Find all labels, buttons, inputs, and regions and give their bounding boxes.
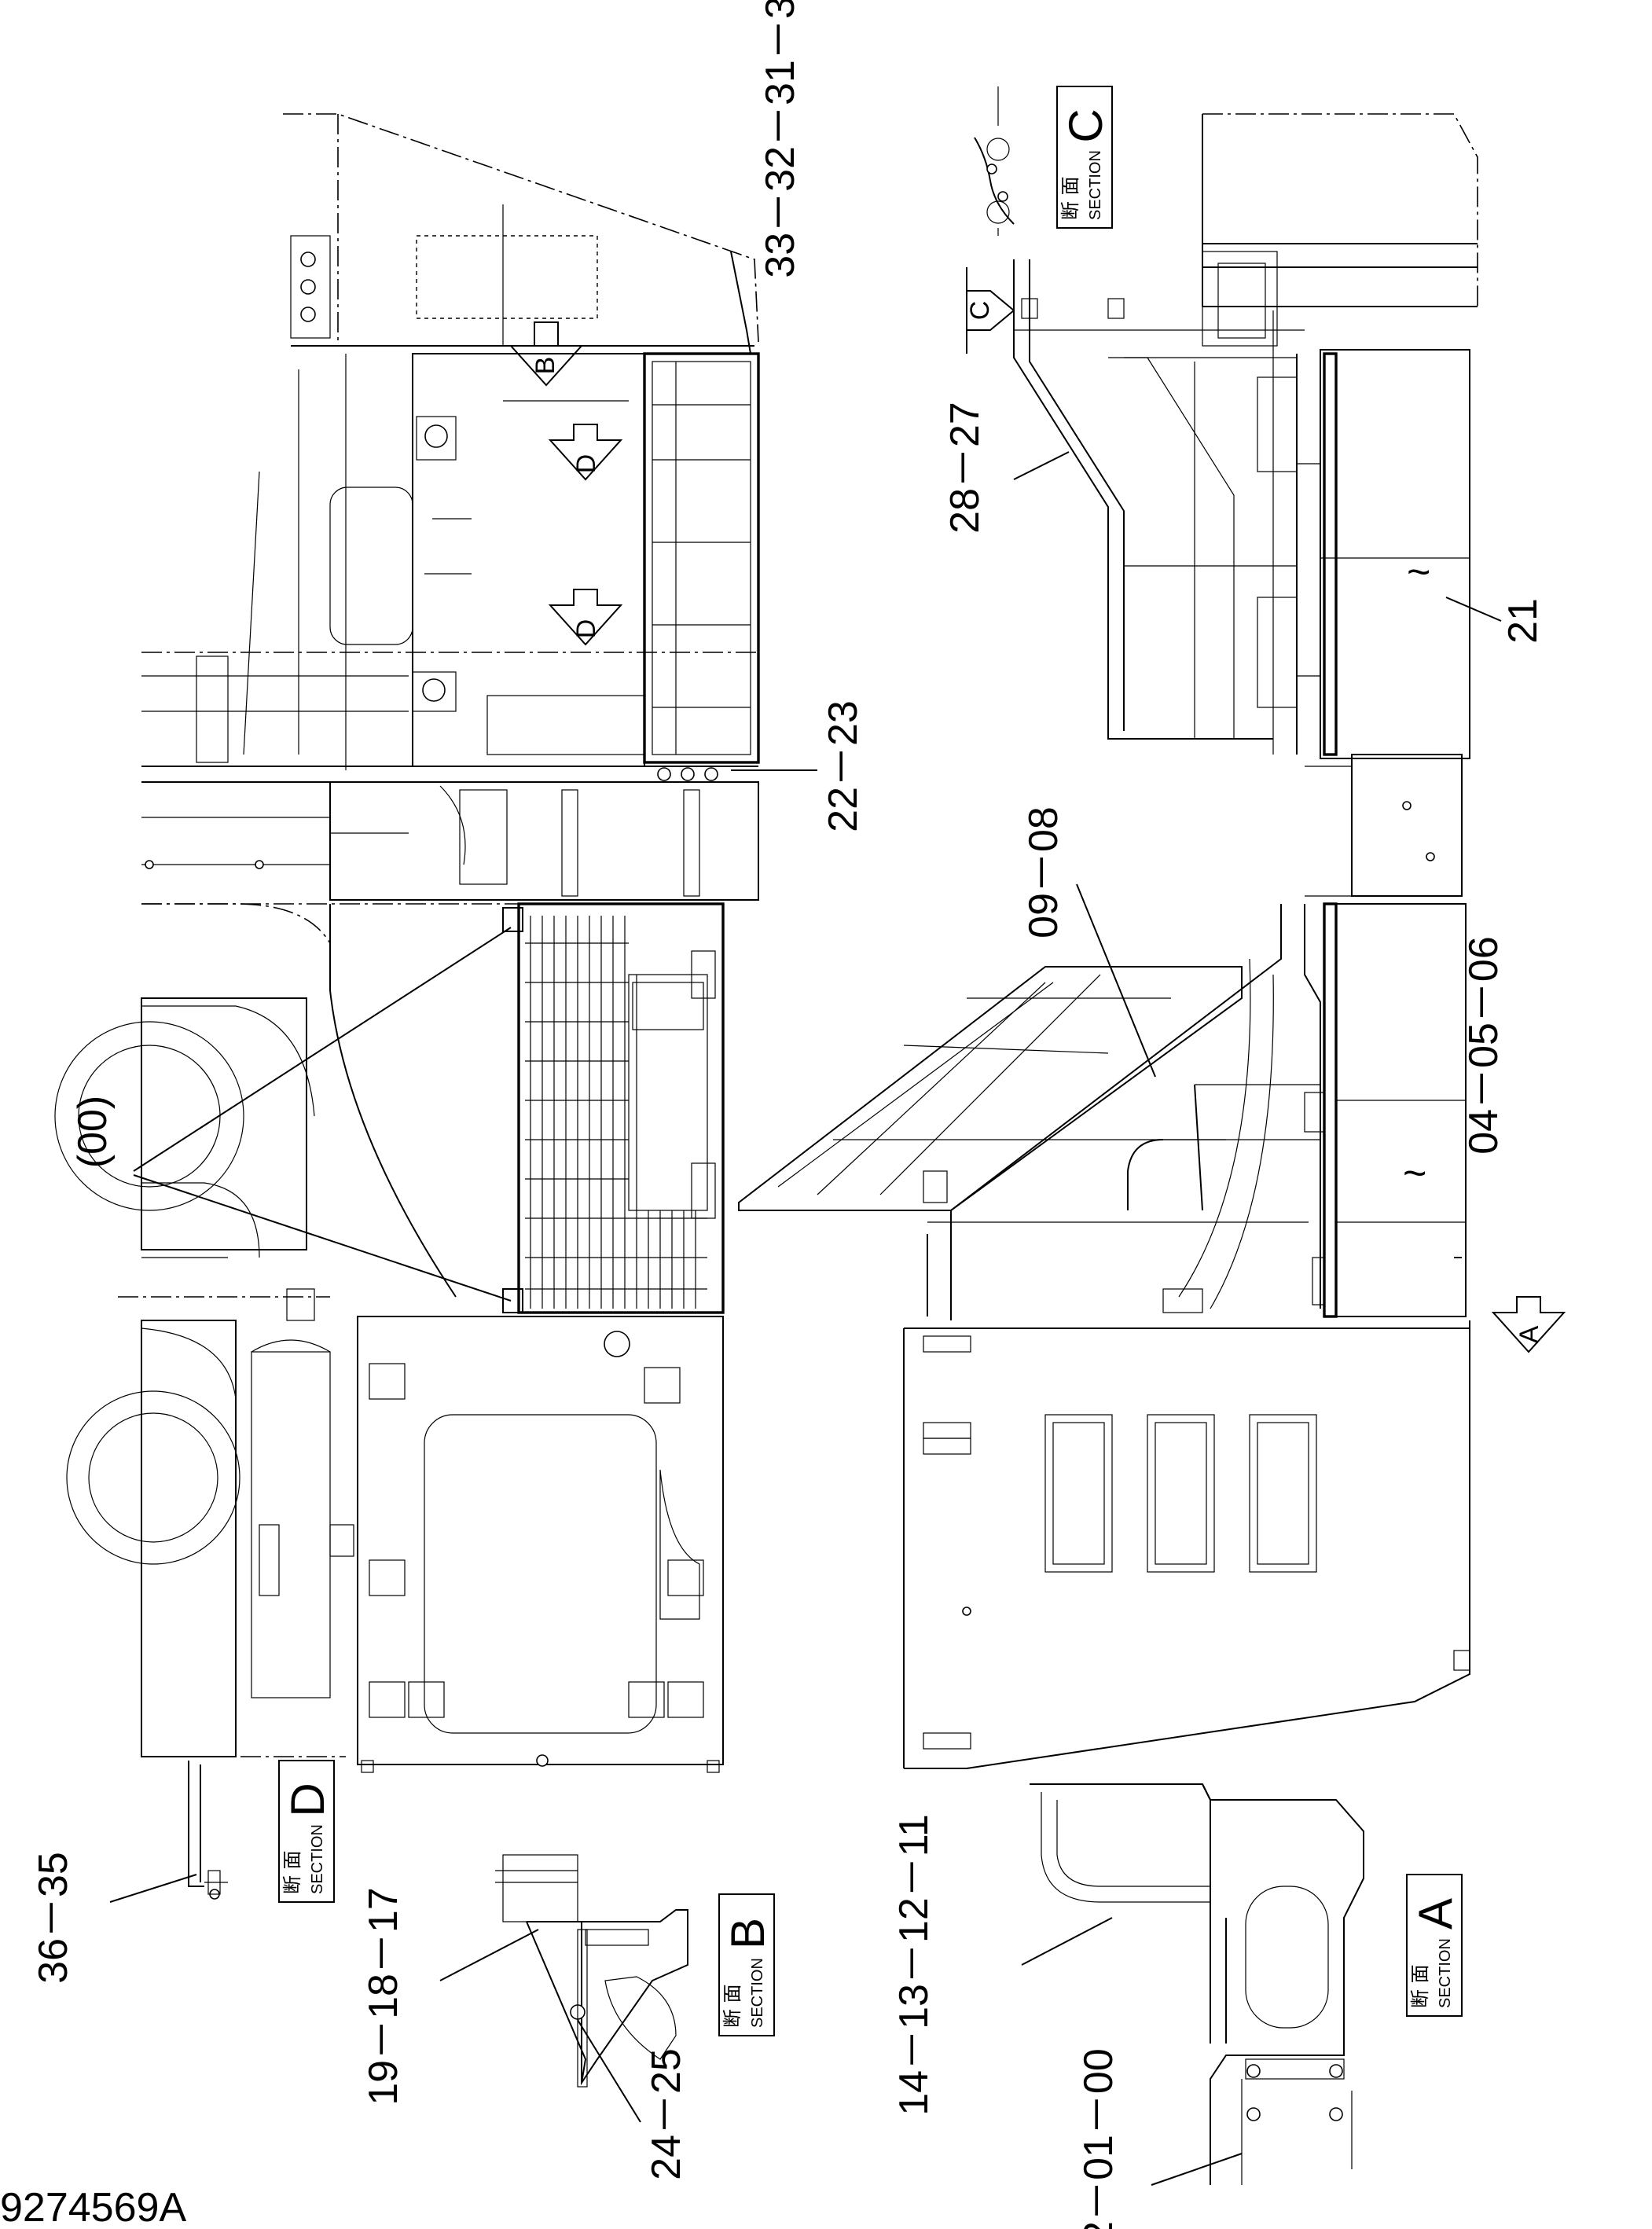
part-label-04-05-06: 04－05－06 (1461, 936, 1507, 1155)
svg-text:~: ~ (1403, 1151, 1426, 1196)
view-arrow-c: C (965, 267, 1015, 354)
svg-text:A: A (1409, 1898, 1462, 1930)
svg-text:C: C (965, 301, 995, 321)
svg-text:SECTION: SECTION (749, 1958, 766, 2028)
svg-text:SECTION: SECTION (309, 1824, 326, 1894)
svg-text:B: B (530, 357, 560, 375)
part-label-00: (00) (70, 1096, 116, 1168)
svg-text:断 面: 断 面 (281, 1850, 303, 1894)
part-label-19-17: 19－18－17 (361, 1887, 406, 2106)
svg-text:B: B (721, 1918, 774, 1949)
svg-text:~: ~ (1407, 549, 1430, 595)
upper-frame-drawing (54, 113, 760, 1321)
detail-a (1030, 1783, 1364, 2185)
part-label-22-23: 22－23 (820, 700, 866, 832)
svg-text:D: D (571, 454, 601, 474)
svg-text:断 面: 断 面 (1409, 1964, 1431, 2008)
svg-text:D: D (571, 619, 601, 639)
view-arrow-d-upper: D (548, 424, 623, 481)
part-label-02-00: 02－01－00 (1076, 2048, 1122, 2229)
view-arrow-a: A (1491, 1296, 1566, 1353)
svg-text:断 面: 断 面 (721, 1984, 743, 2028)
leader-lines (109, 451, 1502, 2186)
svg-text:A: A (1514, 1325, 1544, 1343)
part-label-14-11: 14－13－12－11 (891, 1814, 937, 2116)
view-arrow-b: B (508, 321, 584, 387)
part-label-28-27: 28－27 (942, 402, 988, 534)
section-label-d: 断 面 SECTION D (278, 1760, 335, 1903)
part-label-21: 21 (1500, 598, 1546, 644)
part-label-24-25: 24－25 (644, 2048, 689, 2180)
detail-b (495, 1854, 688, 2088)
view-arrow-d-lower: D (548, 589, 623, 646)
svg-text:断 面: 断 面 (1059, 176, 1081, 220)
section-label-a: 断 面 SECTION A (1406, 1874, 1463, 2017)
svg-text:C: C (1059, 108, 1112, 142)
side-view-drawing: ~ ~ (738, 113, 1478, 1769)
svg-text:SECTION: SECTION (1437, 1938, 1454, 2008)
grating-pattern (525, 916, 716, 1309)
detail-d (188, 1761, 228, 1900)
part-label-09-08: 09－08 (1021, 806, 1066, 938)
part-label-33-30: 33－32－31－30 (758, 0, 803, 278)
section-label-c: 断 面 SECTION C (1056, 86, 1113, 229)
svg-text:D: D (281, 1783, 334, 1816)
lower-frame-drawing (66, 1316, 724, 1773)
svg-text:SECTION: SECTION (1087, 150, 1104, 220)
part-label-36-35: 36－35 (31, 1852, 76, 1984)
detail-c (974, 86, 1015, 236)
drawing-number: 9274569A (0, 2185, 186, 2229)
section-label-b: 断 面 SECTION B (718, 1893, 775, 2036)
